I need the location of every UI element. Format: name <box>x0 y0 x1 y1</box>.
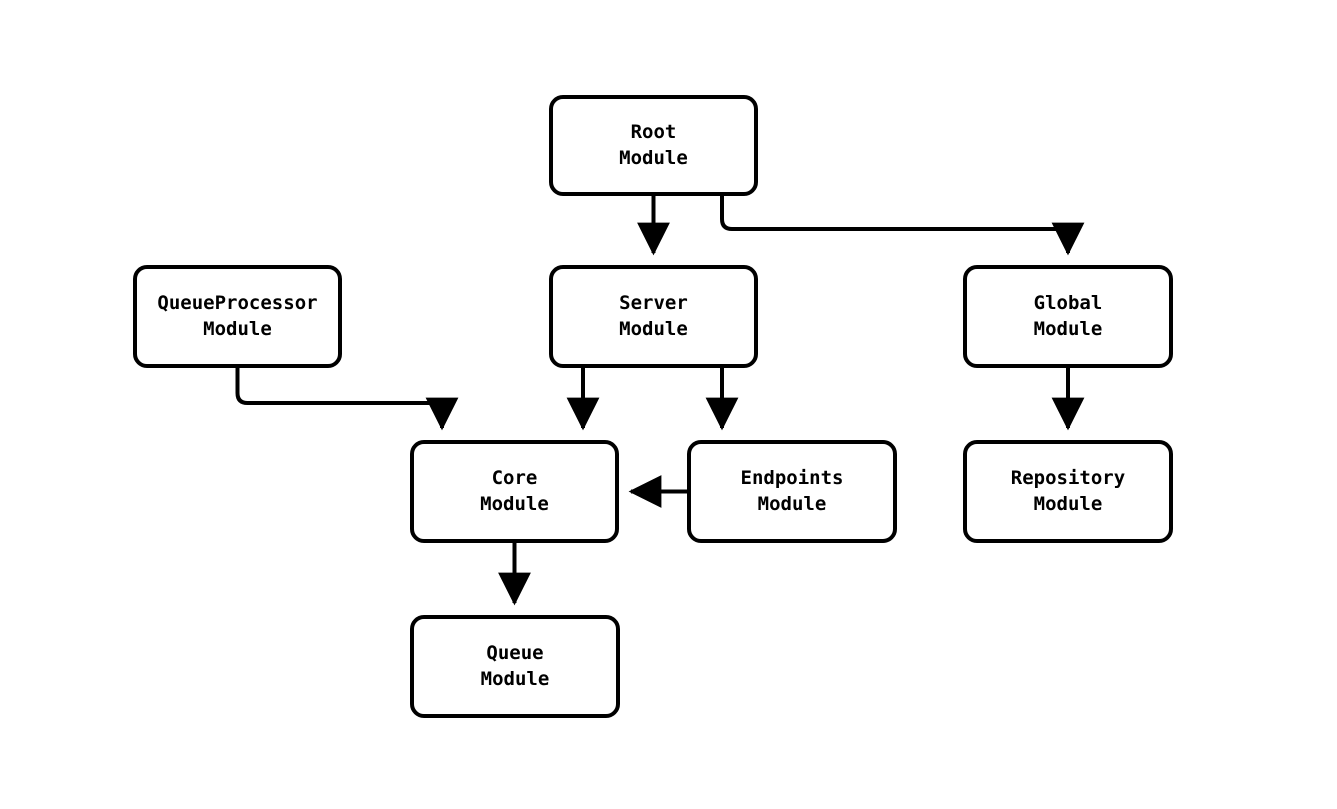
node-server-line1: Server <box>619 292 688 315</box>
node-server-line2: Module <box>619 317 688 340</box>
node-server[interactable]: Server Module <box>549 265 758 368</box>
node-root-line1: Root <box>630 121 677 144</box>
node-endpoints-line1: Endpoints <box>740 467 844 490</box>
node-core[interactable]: Core Module <box>410 440 619 543</box>
edge-queueprocessor-to-core <box>235 368 459 431</box>
edge-root-to-global <box>720 196 1085 256</box>
node-root[interactable]: Root Module <box>549 95 758 196</box>
node-global-line1: Global <box>1033 292 1103 315</box>
node-repository-line2: Module <box>1033 492 1103 515</box>
node-queue-line1: Queue <box>486 642 544 665</box>
node-endpoints-line2: Module <box>757 492 827 515</box>
node-root-line2: Module <box>619 146 688 169</box>
node-endpoints[interactable]: Endpoints Module <box>687 440 897 543</box>
node-queue-line2: Module <box>480 667 550 690</box>
node-repository-line1: Repository <box>1010 467 1126 490</box>
node-queueprocessor[interactable]: QueueProcessor Module <box>133 265 342 368</box>
node-queueprocessor-line1: QueueProcessor <box>157 292 318 315</box>
node-queueprocessor-line2: Module <box>203 317 272 340</box>
node-core-line2: Module <box>480 492 549 515</box>
node-repository[interactable]: Repository Module <box>963 440 1173 543</box>
node-core-line1: Core <box>491 467 538 490</box>
node-global[interactable]: Global Module <box>963 265 1173 368</box>
node-global-line2: Module <box>1033 317 1103 340</box>
node-queue[interactable]: Queue Module <box>410 615 620 718</box>
